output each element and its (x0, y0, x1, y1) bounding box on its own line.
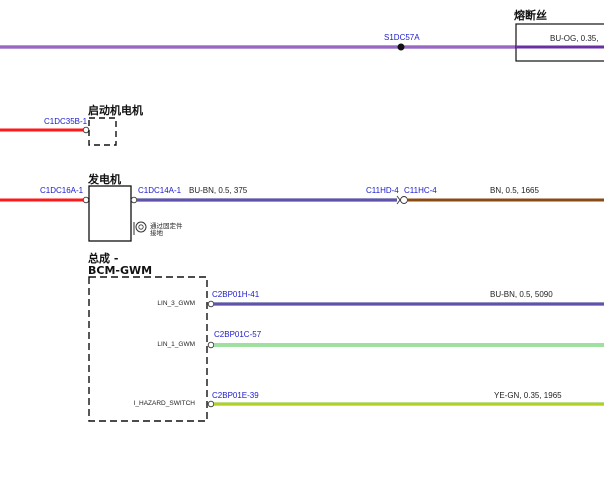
splice-label: S1DC57A (384, 33, 420, 42)
fuse-wire-label: BU-OG, 0.35, (550, 34, 598, 43)
bcm-pin (207, 341, 215, 349)
bcm-connector-label: C2BP01C-57 (214, 330, 262, 339)
bcm-connector-label: C2BP01H-41 (212, 290, 260, 299)
bcm-pin (207, 300, 215, 308)
bcm-pin-name: LIN_1_GWM (157, 341, 195, 348)
bcm-pin-name: I_HAZARD_SWITCH (134, 400, 196, 407)
starter-pin (82, 126, 90, 134)
starter-connector-label: C1DC35B-1 (44, 117, 88, 126)
alternator-title: 发电机 (87, 172, 121, 186)
alternator-in-pin (82, 196, 90, 204)
inline-connector-icon[interactable] (396, 195, 408, 205)
fuse-title: 熔断丝 (514, 8, 547, 22)
bcm-box[interactable] (88, 276, 208, 422)
ground-icon (133, 221, 147, 235)
starter-box[interactable] (88, 117, 117, 146)
ground-label-2: 接地 (150, 228, 164, 237)
bcm-connector-label: C2BP01E-39 (212, 391, 259, 400)
fuse-box[interactable] (515, 23, 604, 62)
alternator-out-pin (130, 196, 138, 204)
alternator-box[interactable] (88, 185, 132, 242)
alternator-wire-label: BU-BN, 0.5, 375 (189, 186, 248, 195)
bcm-title-1: 总成 - (88, 251, 118, 265)
splice-point (397, 43, 405, 51)
bcm-wire-label: BU-BN, 0.5, 5090 (490, 290, 553, 299)
bcm-pin (207, 400, 215, 408)
bcm-wire-label: YE-GN, 0.35, 1965 (494, 391, 562, 400)
starter-title: 启动机电机 (88, 103, 143, 117)
alternator-out-connector: C1DC14A-1 (138, 186, 182, 195)
ground-label-1: 通过固定件 (150, 221, 183, 230)
inline-connector-right-label: C11HC-4 (404, 186, 437, 195)
bcm-pin-name: LIN_3_GWM (157, 300, 195, 307)
brown-wire-label: BN, 0.5, 1665 (490, 186, 539, 195)
inline-connector-left-label: C11HD-4 (366, 186, 399, 195)
bcm-title-2: BCM-GWM (88, 264, 152, 277)
alternator-in-connector: C1DC16A-1 (40, 186, 84, 195)
